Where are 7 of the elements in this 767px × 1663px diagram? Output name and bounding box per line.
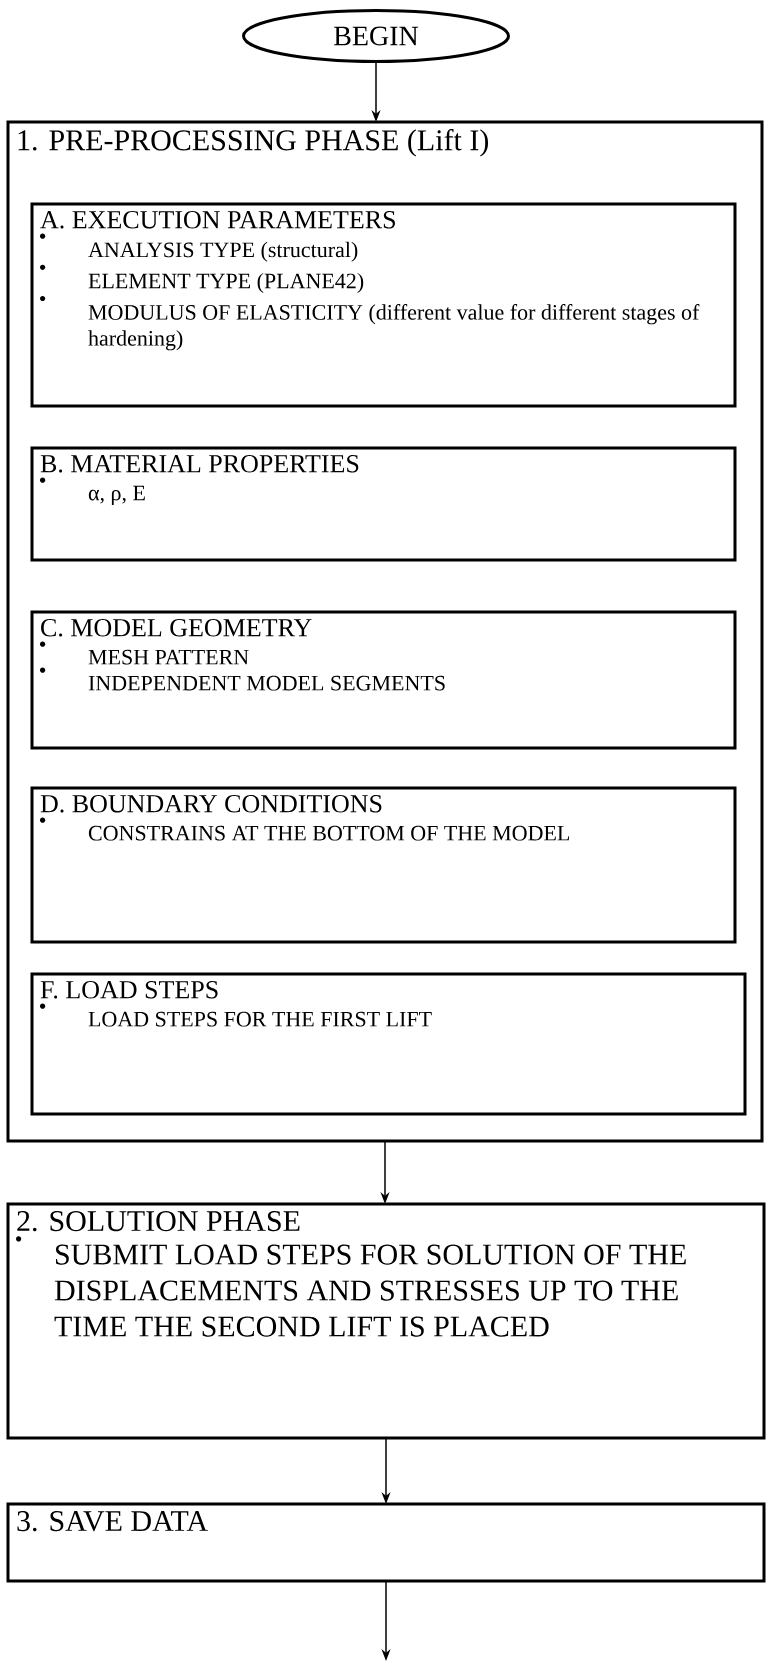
process-box: D. BOUNDARY CONDITIONS CONSTRAINS AT THE BOTTOM OF THE MODEL	[30, 786, 737, 944]
process-box: 2. SOLUTION PHASE SUBMIT LOAD STEPS FOR SOLUTION OF THE DISPLACEMENTS AND STRESSES UP TO THE TIME THE SECOND LIFT IS PLACED	[6, 1202, 766, 1440]
process-box: A. EXECUTION PARAMETERS ANALYSIS TYPE (structural) ELEMENT TYPE (PLANE42) MODULUS OF ELASTICITY (different value for different stages of hardening)	[30, 202, 737, 408]
process-box: B. MATERIAL PROPERTIES α, ρ, E	[30, 446, 737, 562]
process-box: 3. SAVE DATA	[6, 1502, 766, 1583]
process-box: F. LOAD STEPS LOAD STEPS FOR THE FIRST LIFT	[30, 972, 747, 1116]
process-box: C. MODEL GEOMETRY MESH PATTERN INDEPENDENT MODEL SEGMENTS	[30, 610, 737, 750]
